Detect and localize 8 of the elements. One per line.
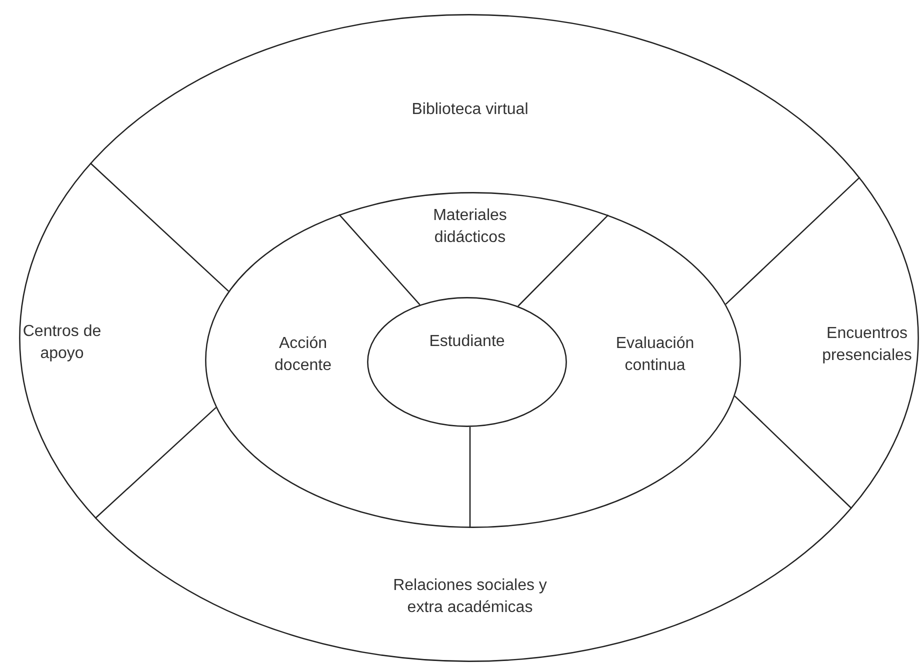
sector-label: Encuentros presenciales (812, 323, 920, 367)
sector-label: Centros de apoyo (7, 321, 117, 365)
sector-label: Biblioteca virtual (370, 99, 570, 121)
sector-label: Evaluación continua (595, 333, 715, 377)
sector-label: Acción docente (253, 333, 353, 377)
sector-label: Relaciones sociales y extra académicas (385, 575, 555, 619)
sector-label: Materiales didácticos (410, 205, 530, 249)
ellipse-label: Estudiante (428, 332, 506, 352)
